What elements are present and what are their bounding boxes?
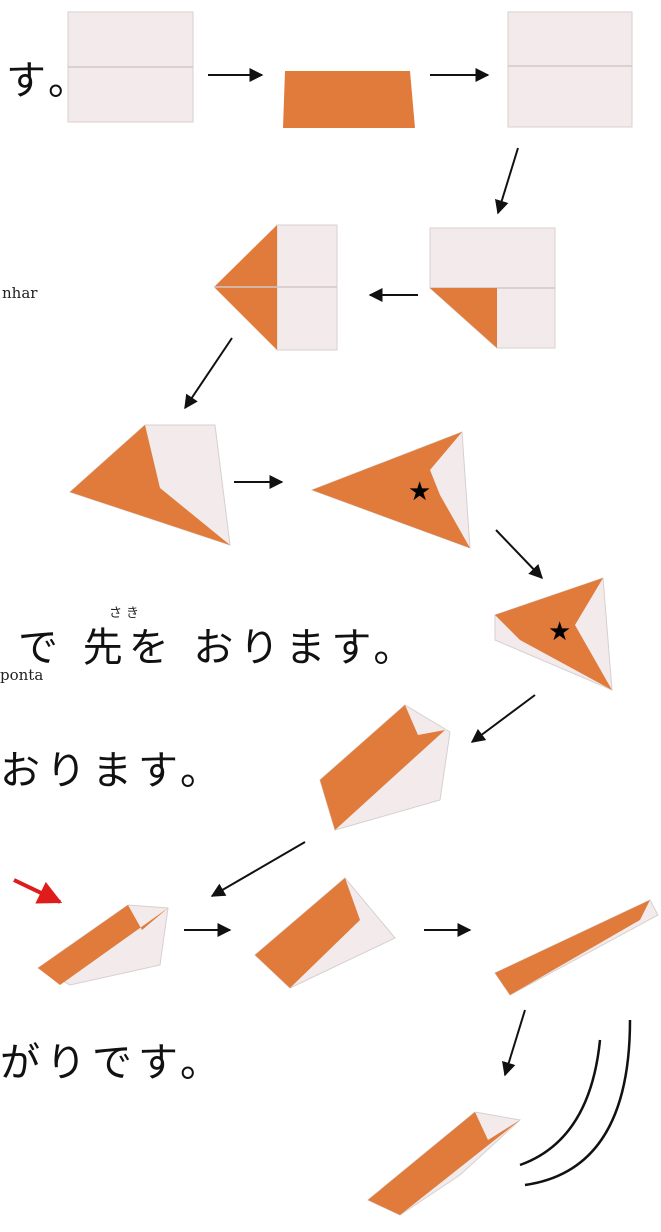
paper-step-10	[37, 904, 169, 986]
highlight-arrow-icon	[13, 878, 63, 904]
star-icon: ★	[548, 617, 571, 647]
paper-step-5	[214, 224, 338, 351]
paper-step-4	[429, 227, 556, 349]
arrow-diagonal-icon	[184, 337, 233, 410]
paper-step-3	[507, 11, 633, 128]
instruction-step-line-1: で 先を おります。	[18, 625, 420, 671]
paper-step-7: ★	[310, 431, 471, 549]
arrow-diagonal-icon	[210, 841, 306, 897]
paper-step-9	[319, 704, 451, 831]
ruby-saki: さき	[109, 606, 144, 621]
arrow-diagonal-icon	[495, 147, 519, 215]
paper-step-1	[67, 11, 194, 123]
portuguese-fragment-1: nhar	[2, 284, 38, 302]
paper-step-6	[69, 424, 231, 546]
paper-step-12	[494, 899, 659, 996]
paper-step-13	[367, 1111, 522, 1216]
arrow-diagonal-icon	[495, 529, 543, 580]
arrow-diagonal-icon	[502, 1009, 526, 1077]
paper-step-2	[283, 71, 415, 128]
portuguese-fragment-2: ponta	[0, 666, 44, 684]
motion-lines-icon	[519, 1019, 632, 1187]
paper-step-11	[254, 877, 396, 989]
arrow-diagonal-icon	[470, 694, 536, 743]
instruction-step-line-3: がりです。	[0, 1040, 226, 1086]
paper-step-8: ★	[494, 577, 613, 691]
instruction-step-line-2: おります。	[0, 748, 226, 794]
star-icon: ★	[408, 477, 431, 507]
